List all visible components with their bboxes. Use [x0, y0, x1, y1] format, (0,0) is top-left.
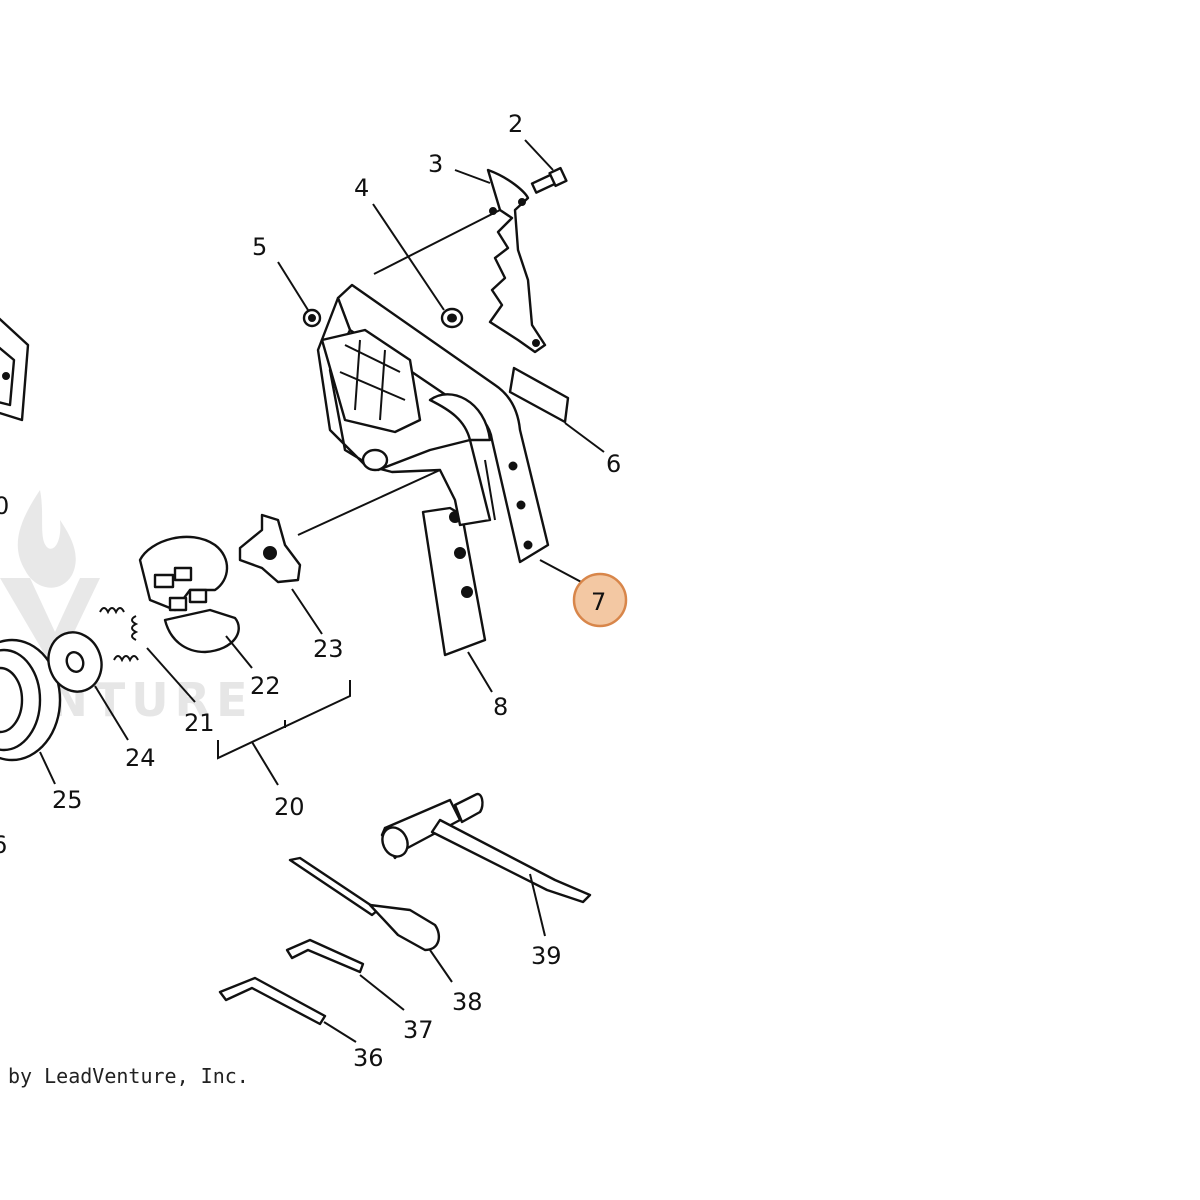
part-36-hex-key [218, 976, 327, 1026]
callout-37[interactable]: 37 [403, 1016, 434, 1044]
callout-23[interactable]: 23 [313, 635, 344, 663]
part-22-clutch-shoes [138, 535, 240, 654]
flame-watermark-icon [17, 490, 76, 588]
callout-labels: 2 3 4 5 6 7 8 20 21 22 23 24 25 36 37 38… [52, 110, 621, 1072]
callout-3[interactable]: 3 [428, 150, 443, 178]
leader-lines [39, 139, 605, 1043]
callout-38[interactable]: 38 [452, 988, 483, 1016]
callout-20[interactable]: 20 [274, 793, 305, 821]
callout-36[interactable]: 36 [353, 1044, 384, 1072]
callout-7[interactable]: 7 [591, 588, 606, 616]
part-23-clutch-hub [238, 513, 302, 584]
callout-4[interactable]: 4 [354, 174, 369, 202]
callout-22[interactable]: 22 [250, 672, 281, 700]
part-24-washer [47, 631, 103, 693]
callout-edge-0[interactable]: 0 [0, 492, 9, 520]
callout-39[interactable]: 39 [531, 942, 562, 970]
part-3-bumper-spike [486, 168, 547, 354]
callout-5[interactable]: 5 [252, 233, 267, 261]
part-7-sprocket-cover [316, 283, 550, 564]
part-8-plate [421, 506, 487, 657]
part-39-combination-wrench [380, 792, 592, 904]
v-watermark-icon [0, 578, 100, 672]
part-5-nut [302, 308, 322, 328]
part-2-screw [530, 166, 568, 194]
part-21-springs [99, 607, 139, 663]
callout-2[interactable]: 2 [508, 110, 523, 138]
part-37-hex-key [285, 938, 365, 974]
copyright-text: by LeadVenture, Inc. [8, 1064, 249, 1088]
callout-24[interactable]: 24 [125, 744, 156, 772]
callout-21[interactable]: 21 [184, 709, 215, 737]
callout-25[interactable]: 25 [52, 786, 83, 814]
part-25-clutch-drum [0, 638, 62, 762]
part-4-nut [440, 307, 464, 329]
callout-6[interactable]: 6 [606, 450, 621, 478]
callout-7-highlight [572, 572, 628, 628]
part-6-label [508, 366, 570, 424]
part-left-edge-housing [0, 317, 30, 422]
part-38-screwdriver [288, 856, 441, 952]
callout-edge-6[interactable]: 6 [0, 831, 7, 859]
callout-8[interactable]: 8 [493, 693, 508, 721]
